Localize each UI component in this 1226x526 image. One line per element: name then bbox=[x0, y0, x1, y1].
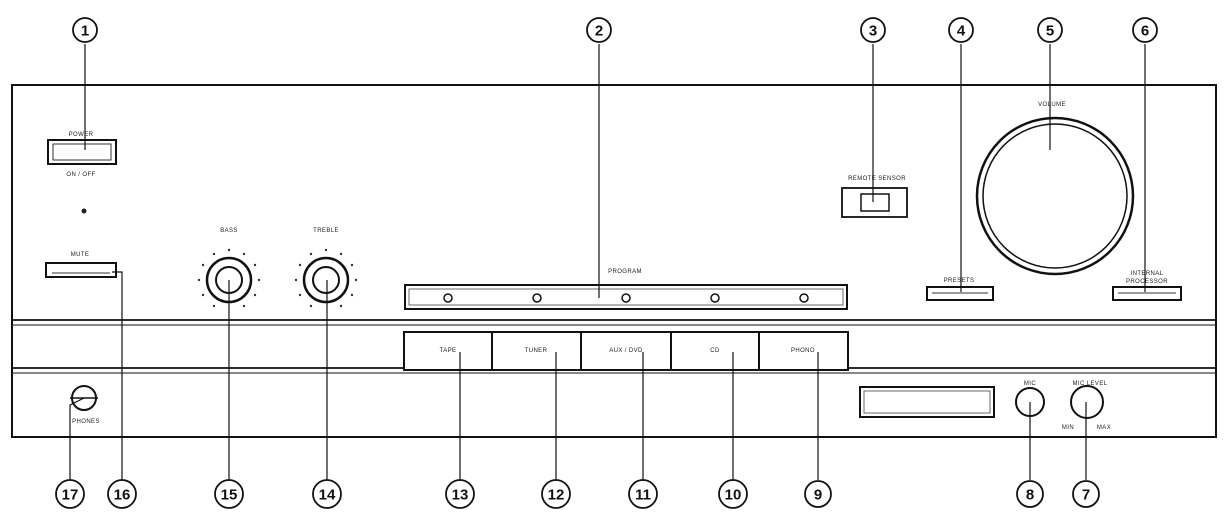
mic-max-label: MAX bbox=[1097, 425, 1111, 431]
power-led bbox=[81, 208, 87, 214]
aux-dvd-button[interactable] bbox=[580, 331, 672, 371]
svg-text:12: 12 bbox=[548, 487, 565, 504]
callout-1: 1 bbox=[72, 17, 98, 43]
phono-button-label: PHONO bbox=[791, 348, 815, 354]
svg-text:2: 2 bbox=[595, 23, 603, 40]
cd-button-label: CD bbox=[710, 348, 720, 354]
mute-button[interactable] bbox=[45, 262, 117, 278]
svg-text:14: 14 bbox=[319, 487, 336, 504]
power-button-inner bbox=[52, 143, 112, 161]
program-led bbox=[443, 293, 453, 303]
svg-text:15: 15 bbox=[221, 487, 238, 504]
processor-label: PROCESSOR bbox=[1126, 279, 1168, 285]
callout-13: 13 bbox=[445, 479, 475, 509]
tape-button[interactable] bbox=[403, 331, 493, 371]
svg-text:3: 3 bbox=[869, 23, 877, 40]
bass-label: BASS bbox=[220, 228, 238, 234]
callout-17: 17 bbox=[55, 479, 85, 509]
callout-11: 11 bbox=[628, 479, 658, 509]
svg-text:5: 5 bbox=[1046, 23, 1054, 40]
presets-label: PRESETS bbox=[944, 278, 975, 284]
program-label: PROGRAM bbox=[608, 269, 642, 275]
svg-text:16: 16 bbox=[114, 487, 131, 504]
internal-label: INTERNAL bbox=[1131, 271, 1164, 277]
phono-button[interactable] bbox=[758, 331, 849, 371]
display-window bbox=[859, 386, 995, 418]
power-label: POWER bbox=[69, 132, 94, 138]
callout-6: 6 bbox=[1132, 17, 1158, 43]
display-window-inner bbox=[863, 390, 991, 414]
cd-button[interactable] bbox=[670, 331, 760, 371]
callout-12: 12 bbox=[541, 479, 571, 509]
bass-knob-ticks bbox=[197, 248, 261, 308]
remote-sensor-window bbox=[860, 193, 890, 212]
svg-text:4: 4 bbox=[957, 23, 966, 40]
callout-10: 10 bbox=[718, 479, 748, 509]
volume-label: VOLUME bbox=[1038, 102, 1066, 108]
svg-text:6: 6 bbox=[1141, 23, 1149, 40]
remote-sensor bbox=[841, 187, 908, 218]
callout-14: 14 bbox=[312, 479, 342, 509]
treble-knob-ticks bbox=[294, 248, 358, 308]
svg-text:10: 10 bbox=[725, 487, 742, 504]
callouts: 1 2 3 4 5 6 7 8 9 10 11 12 13 14 15 16 1… bbox=[55, 17, 1158, 509]
mic-label: MIC bbox=[1024, 381, 1036, 387]
callout-16: 16 bbox=[107, 479, 137, 509]
aux-dvd-button-label: AUX / DVD bbox=[609, 348, 643, 354]
treble-label: TREBLE bbox=[313, 228, 339, 234]
treble-knob[interactable] bbox=[302, 256, 350, 304]
svg-text:11: 11 bbox=[635, 487, 651, 504]
program-strip-inner bbox=[408, 288, 844, 306]
svg-text:1: 1 bbox=[81, 23, 89, 40]
svg-text:9: 9 bbox=[814, 487, 822, 504]
remote-sensor-label: REMOTE SENSOR bbox=[848, 176, 906, 182]
callout-15: 15 bbox=[214, 479, 244, 509]
callout-7: 7 bbox=[1072, 480, 1100, 508]
chassis-outline bbox=[11, 84, 1217, 438]
power-onoff-label: ON / OFF bbox=[66, 172, 95, 178]
leader-lines bbox=[69, 44, 1146, 480]
mic-level-knob[interactable] bbox=[1070, 385, 1104, 419]
callout-9: 9 bbox=[804, 480, 832, 508]
svg-text:7: 7 bbox=[1082, 487, 1090, 504]
callout-5: 5 bbox=[1037, 17, 1063, 43]
volume-knob[interactable] bbox=[975, 116, 1135, 276]
program-led bbox=[532, 293, 542, 303]
program-led bbox=[621, 293, 631, 303]
program-led bbox=[799, 293, 809, 303]
program-led bbox=[710, 293, 720, 303]
svg-text:17: 17 bbox=[62, 487, 79, 504]
tuner-button-label: TUNER bbox=[525, 348, 548, 354]
callout-2: 2 bbox=[586, 17, 612, 43]
svg-text:8: 8 bbox=[1026, 487, 1034, 504]
mic-min-label: MIN bbox=[1062, 425, 1074, 431]
mic-level-label: MIC LEVEL bbox=[1073, 381, 1108, 387]
callout-3: 3 bbox=[860, 17, 886, 43]
mute-label: MUTE bbox=[71, 252, 90, 258]
callout-8: 8 bbox=[1016, 480, 1044, 508]
callout-4: 4 bbox=[948, 17, 974, 43]
program-leds bbox=[443, 293, 809, 303]
svg-text:13: 13 bbox=[452, 487, 469, 504]
source-buttons: TAPE TUNER AUX / DVD CD PHONO bbox=[403, 331, 849, 371]
tape-button-label: TAPE bbox=[440, 348, 457, 354]
phones-label: PHONES bbox=[72, 419, 100, 425]
